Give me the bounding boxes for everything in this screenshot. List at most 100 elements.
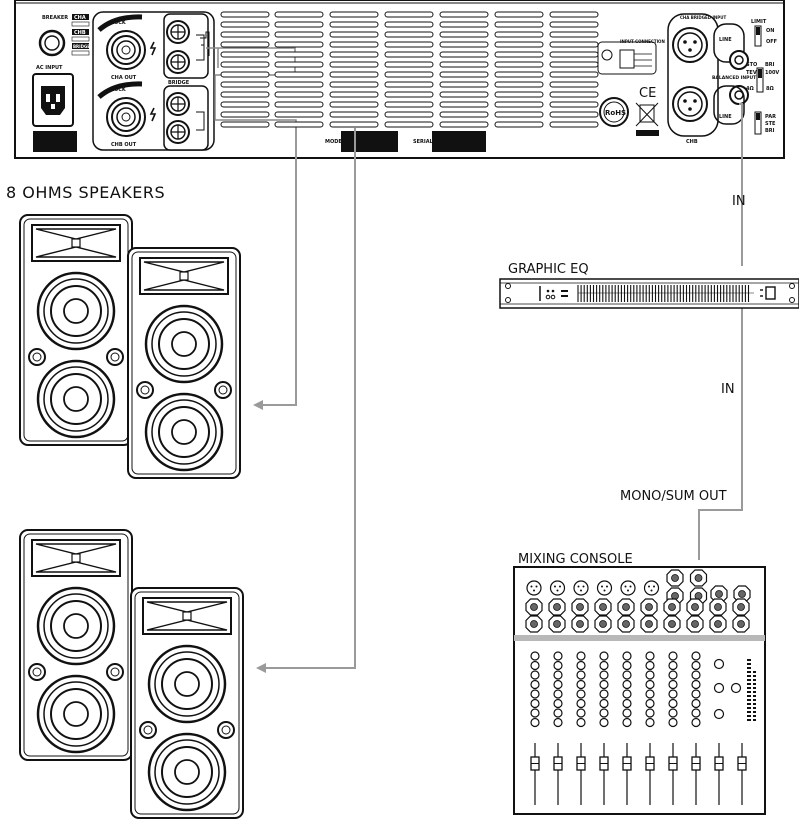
vent-slot <box>384 71 434 78</box>
graphic-eq-unit <box>499 278 799 309</box>
vent-slot <box>329 11 379 18</box>
wire-console-to-eq <box>698 288 747 560</box>
console-jack <box>709 598 727 616</box>
console-knob <box>691 717 701 728</box>
hazard-icon <box>149 107 157 122</box>
level-meter-led <box>747 667 751 669</box>
console-xlr-input <box>596 580 613 596</box>
console-knob <box>599 670 609 680</box>
svg-text:STO: STO <box>746 62 757 68</box>
console-knob <box>530 679 540 690</box>
console-knob <box>599 651 609 661</box>
level-meter-led <box>747 719 751 721</box>
vent-slot <box>384 91 434 98</box>
mixing-console-label: MIXING CONSOLE <box>518 552 633 567</box>
console-xlr-input <box>620 580 636 596</box>
vent-slot <box>549 111 599 118</box>
console-jack <box>571 615 589 633</box>
console-knob <box>553 717 563 728</box>
vent-slot <box>439 71 489 78</box>
line-label-1: LINE <box>719 37 732 43</box>
limit-label: LIMIT <box>751 19 767 25</box>
console-jack <box>640 615 658 633</box>
console-knob <box>691 698 701 709</box>
svg-text:STE: STE <box>765 121 776 127</box>
console-knob <box>530 689 540 699</box>
vent-slot <box>494 81 544 88</box>
vent-slot <box>220 31 270 38</box>
vent-slot <box>549 91 599 98</box>
console-knob <box>599 679 609 690</box>
console-knob <box>691 660 701 671</box>
limit-switch <box>754 25 762 47</box>
vent-slot <box>274 51 324 58</box>
console-knob <box>576 670 586 680</box>
svg-text:PAR: PAR <box>765 114 776 120</box>
console-knob <box>668 679 678 690</box>
ac-input-label: AC INPUT <box>36 65 63 71</box>
eq-slider-bank <box>577 285 754 302</box>
console-knob <box>622 708 632 718</box>
speaker-cabinet <box>20 530 132 760</box>
vent-slot <box>220 21 270 28</box>
vent-slot <box>274 31 324 38</box>
console-knob <box>622 717 632 728</box>
console-knob <box>576 679 586 690</box>
vent-slot <box>494 71 544 78</box>
console-knob <box>622 698 632 709</box>
vent-slot <box>439 41 489 48</box>
vent-slot <box>384 121 434 128</box>
vent-slot <box>329 61 379 68</box>
lock-label-1: LOCK <box>111 20 127 26</box>
vent-slot <box>494 91 544 98</box>
console-jack <box>709 615 727 633</box>
console-knob <box>691 689 701 699</box>
console-knob <box>668 698 678 709</box>
cooling-vents <box>220 11 599 128</box>
vent-slot <box>274 71 324 78</box>
console-knob <box>645 670 655 680</box>
line-label-2: LINE <box>719 114 732 120</box>
console-knob <box>622 651 632 661</box>
level-meter-led <box>753 719 756 721</box>
level-meter-led <box>747 695 751 697</box>
vent-slot <box>220 41 270 48</box>
console-jack <box>617 598 635 616</box>
mode-switch <box>756 67 764 93</box>
in-label-bottom: IN <box>721 382 735 397</box>
binding-post <box>166 120 190 144</box>
vent-slot <box>549 121 599 128</box>
console-knob <box>645 689 655 699</box>
console-jack <box>525 598 543 616</box>
vent-slot <box>494 101 544 108</box>
vent-slot <box>274 91 324 98</box>
console-knob <box>576 717 586 728</box>
svg-text:8Ω: 8Ω <box>766 86 774 92</box>
console-jack <box>594 598 612 616</box>
svg-text:RoHS: RoHS <box>605 109 626 117</box>
vent-slot <box>220 91 270 98</box>
console-jack <box>663 615 681 633</box>
vent-slot <box>274 111 324 118</box>
ac-input-socket <box>32 73 74 127</box>
level-meter-led <box>753 683 756 685</box>
speaker-cabinet <box>131 588 243 818</box>
vent-slot <box>384 111 434 118</box>
vent-slot <box>274 101 324 108</box>
vent-slot <box>274 21 324 28</box>
console-master-knob <box>730 682 742 694</box>
vent-slot <box>384 61 434 68</box>
console-knob <box>599 708 609 718</box>
console-jack <box>548 615 566 633</box>
binding-post <box>166 50 190 74</box>
vent-slot <box>329 41 379 48</box>
binding-post <box>166 92 190 116</box>
level-meter-led <box>753 703 756 705</box>
vent-slot <box>494 41 544 48</box>
console-xlr-input <box>643 580 660 596</box>
svg-text:BRI: BRI <box>765 128 775 134</box>
vent-slot <box>494 31 544 38</box>
label-plate <box>636 130 659 136</box>
vent-slot <box>329 111 379 118</box>
level-meter-led <box>753 691 756 693</box>
